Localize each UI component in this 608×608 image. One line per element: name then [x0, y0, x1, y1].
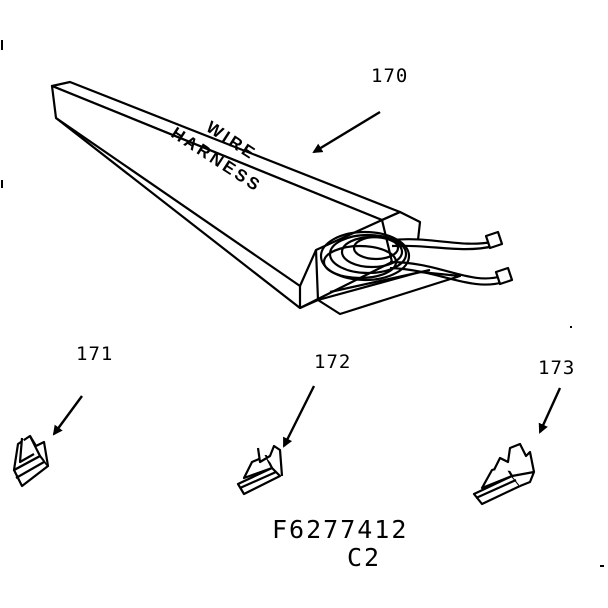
arrow-170: [312, 112, 380, 154]
drawing-number: F6277412: [272, 515, 409, 544]
scan-speck: [1, 180, 3, 188]
wire-harness-box: [52, 82, 512, 314]
arrow-173: [538, 388, 560, 434]
terminal-171: [14, 436, 48, 486]
scan-speck: [570, 326, 572, 328]
arrow-171: [52, 396, 82, 436]
callout-label-171: 171: [76, 343, 114, 365]
callout-label-172: 172: [314, 351, 352, 373]
callout-label-173: 173: [538, 357, 576, 379]
terminal-172: [238, 446, 282, 494]
revision-code: C2: [347, 543, 382, 572]
callout-label-170: 170: [371, 65, 409, 87]
terminal-173: [474, 444, 534, 504]
arrow-172: [284, 386, 314, 448]
scan-speck: [600, 565, 604, 567]
scan-speck: [1, 40, 3, 50]
